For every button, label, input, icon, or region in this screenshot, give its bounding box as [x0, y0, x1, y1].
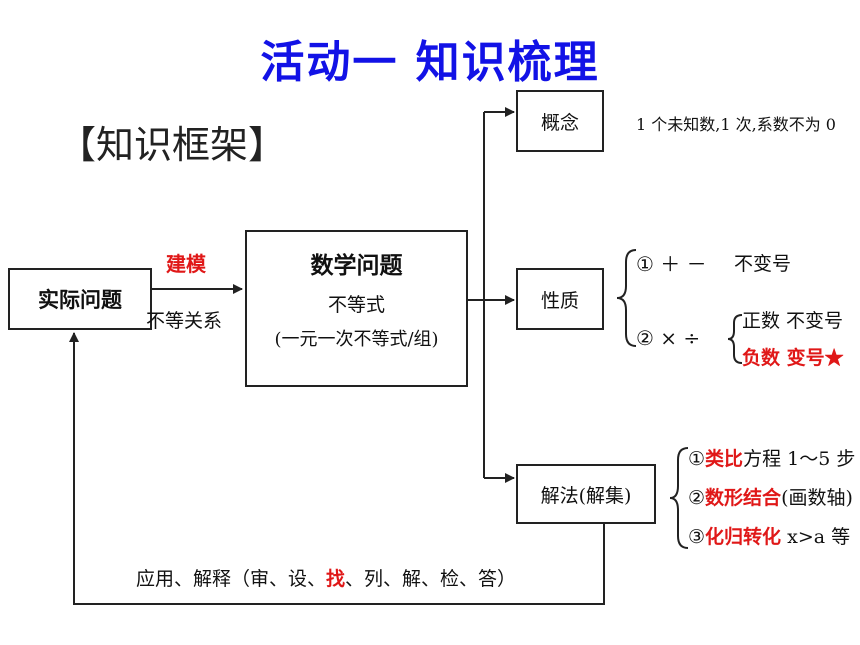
solution-method-analogy: ①类比方程 1～5 步 [688, 444, 855, 471]
method-3-number: ③ [688, 526, 706, 548]
method-2-text: (画数轴) [781, 487, 853, 509]
property-label: 性质 [540, 289, 579, 312]
feedback-highlight: 找 [326, 568, 346, 590]
framework-label: 【知识框架】 [58, 123, 287, 167]
property-positive: 正数 不变号 [742, 310, 844, 332]
feedback-label: 应用、解释（审、设、找、列、解、检、答） [136, 564, 516, 591]
property-negative: 负数 变号★ [742, 347, 844, 369]
feedback-text-before: 应用、解释（审、设、 [136, 568, 327, 590]
method-3-text: x>a 等 [781, 526, 851, 548]
method-1-number: ① [688, 448, 706, 470]
solution-box: 解法(解集) [516, 464, 656, 524]
method-1-keyword: 类比 [705, 448, 744, 470]
solution-method-reduce: ③化归转化 x>a 等 [688, 522, 850, 549]
property-item-multiply-divide: ② × ÷ [636, 326, 701, 350]
math-problem-detail: (一元一次不等式/组) [274, 329, 439, 350]
math-problem-inequality: 不等式 [327, 294, 385, 316]
math-problem-title: 数学问题 [310, 253, 403, 279]
math-problem-box: 数学问题 不等式 (一元一次不等式/组) [245, 230, 468, 387]
method-3-keyword: 化归转化 [705, 526, 782, 548]
actual-problem-box: 实际问题 [8, 268, 152, 330]
solution-method-graph: ②数形结合(画数轴) [688, 483, 853, 510]
feedback-text-after: 、列、解、检、答） [345, 568, 517, 590]
sign-brace [727, 314, 743, 364]
property-item-add-subtract-note: 不变号 [734, 253, 792, 275]
method-2-number: ② [688, 487, 706, 509]
property-box: 性质 [516, 268, 604, 330]
edge-label-inequality-relation: 不等关系 [146, 310, 223, 332]
feedback-loop [69, 332, 605, 605]
solution-label: 解法(解集) [540, 484, 632, 507]
actual-problem-label: 实际问题 [38, 288, 122, 312]
method-1-text: 方程 1～5 步 [743, 448, 856, 470]
concept-note: 1 个未知数,1 次,系数不为 0 [636, 115, 836, 134]
solution-brace [669, 447, 689, 549]
property-brace [616, 249, 637, 347]
concept-box: 概念 [516, 90, 604, 152]
method-2-keyword: 数形结合 [705, 487, 782, 509]
edge-label-modeling: 建模 [166, 252, 206, 276]
concept-label: 概念 [540, 111, 579, 134]
page-title: 活动一 知识梳理 [260, 37, 600, 88]
property-item-add-subtract: ① ＋ － [636, 252, 707, 276]
